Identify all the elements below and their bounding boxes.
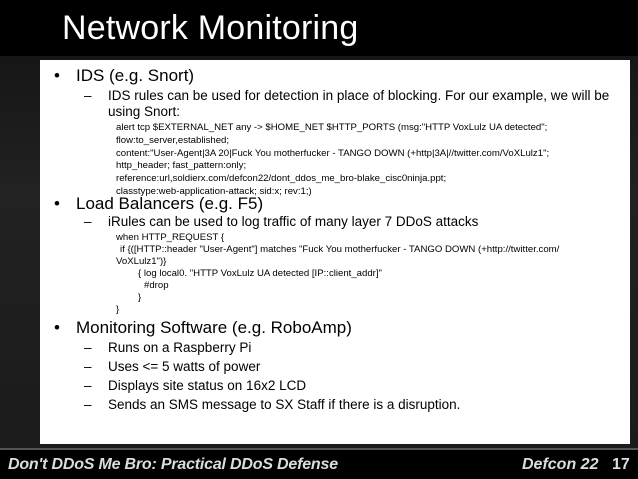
- subpoint-text: Displays site status on 16x2 LCD: [108, 378, 307, 393]
- code-line: }: [116, 304, 120, 315]
- code-line: flow:to_server,established;: [116, 135, 230, 146]
- footer-talk-title: Don't DDoS Me Bro: Practical DDoS Defens…: [8, 456, 338, 473]
- subpoint-text: IDS rules can be used for detection in p…: [108, 88, 610, 119]
- dash-marker: –: [84, 340, 92, 355]
- dash-marker: –: [84, 378, 92, 393]
- footer-conference: Defcon 22: [522, 456, 599, 473]
- code-line: alert tcp $EXTERNAL_NET any -> $HOME_NET…: [116, 122, 548, 133]
- code-line: when HTTP_REQUEST {: [116, 232, 225, 243]
- dash-marker: –: [84, 397, 92, 412]
- page-number: 17: [612, 456, 630, 473]
- dash-marker: –: [84, 88, 92, 103]
- code-line: }: [138, 292, 142, 303]
- content-area: • IDS (e.g. Snort) – IDS rules can be us…: [40, 60, 630, 444]
- code-line: #drop: [144, 280, 169, 291]
- code-line: if {([HTTP::header "User-Agent"] matches…: [120, 244, 560, 255]
- bullet-marker: •: [54, 194, 60, 213]
- subpoint-text: Sends an SMS message to SX Staff if ther…: [108, 397, 461, 412]
- dash-marker: –: [84, 359, 92, 374]
- code-line: reference:url,soldierx.com/defcon22/dont…: [116, 173, 447, 184]
- bullet-ids-text: IDS (e.g. Snort): [76, 66, 195, 85]
- code-line: content:"User-Agent|3A 20|Fuck You mothe…: [116, 148, 550, 159]
- code-line: http_header; fast_pattern:only;: [116, 160, 247, 171]
- bullet-marker: •: [54, 66, 60, 85]
- bullet-monitoring-software-text: Monitoring Software (e.g. RoboAmp): [76, 318, 352, 337]
- code-line: VoXLulz1")}: [116, 256, 167, 267]
- subpoint-text: Uses <= 5 watts of power: [108, 359, 261, 374]
- subpoint-text: iRules can be used to log traffic of man…: [108, 214, 479, 229]
- code-line: { log local0. "HTTP VoxLulz UA detected …: [138, 268, 382, 279]
- code-line: classtype:web-application-attack; sid:x;…: [116, 186, 312, 197]
- title-bar: Network Monitoring: [0, 0, 638, 56]
- footer-bar: Don't DDoS Me Bro: Practical DDoS Defens…: [0, 448, 638, 479]
- slide-title: Network Monitoring: [62, 9, 359, 47]
- dash-marker: –: [84, 214, 92, 229]
- bullet-load-balancers-text: Load Balancers (e.g. F5): [76, 194, 264, 213]
- bullet-marker: •: [54, 318, 60, 337]
- subpoint-text: Runs on a Raspberry Pi: [108, 340, 252, 355]
